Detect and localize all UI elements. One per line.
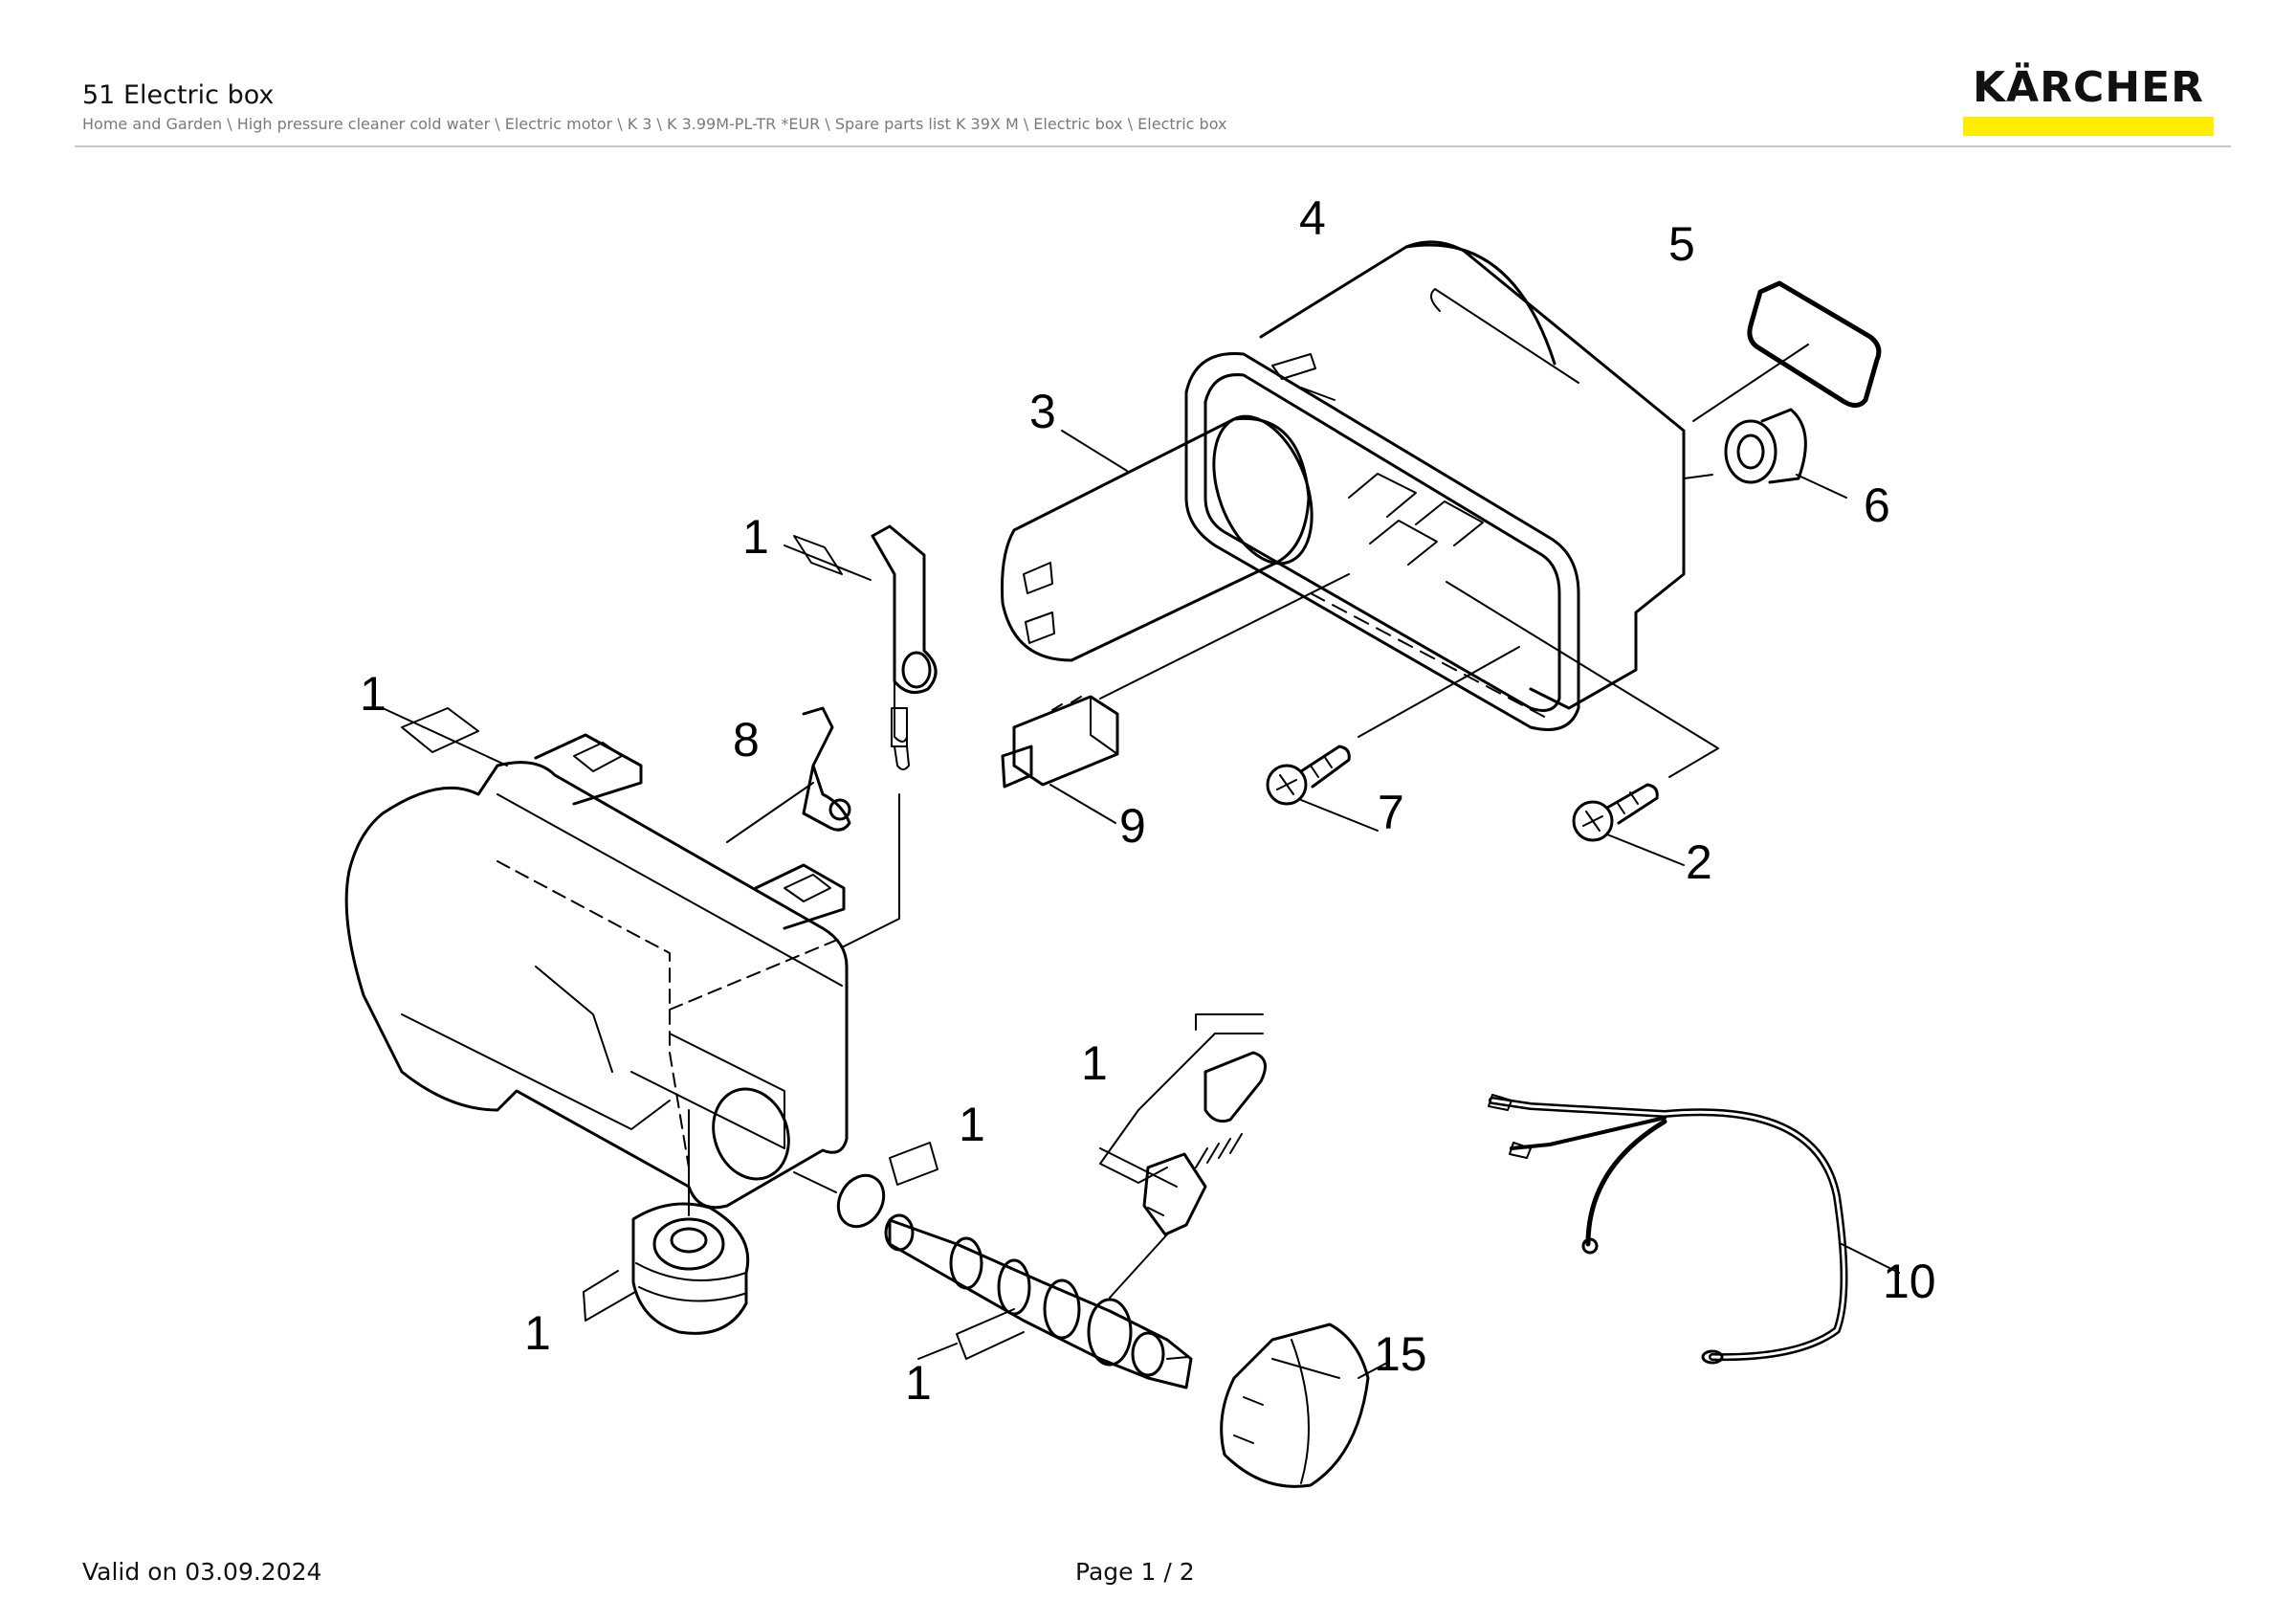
electric-box-cover <box>344 733 849 1210</box>
callout-label-2: 2 <box>1686 835 1712 889</box>
callout-label-1: 1 <box>959 1098 985 1151</box>
shaft-assembly <box>884 1213 1193 1390</box>
part-15-knob <box>1220 1323 1388 1488</box>
part-7-screw <box>1266 646 1520 832</box>
callout-label-9: 9 <box>1119 799 1146 853</box>
callout-label-8: 8 <box>733 713 760 767</box>
karcher-logo: KÄRCHER <box>1963 63 2214 136</box>
part-10-cable <box>1488 1094 1900 1365</box>
part-1-lever <box>784 524 938 948</box>
callout-label-7: 7 <box>1378 786 1404 839</box>
o-ring <box>793 1142 938 1229</box>
part-6-grommet <box>1683 408 1847 499</box>
callout-label-1: 1 <box>742 510 769 564</box>
callout-label-6: 6 <box>1864 478 1890 532</box>
part-3-capacitor <box>1001 414 1314 662</box>
callout-label-1: 1 <box>1081 1036 1108 1090</box>
callout-label-3: 3 <box>1029 385 1056 438</box>
header-divider <box>75 145 2231 147</box>
part-4-housing <box>1184 240 1686 731</box>
brush-spring-set <box>1099 1013 1267 1236</box>
part-8-small-lever <box>726 706 851 843</box>
callout-labels: 4 5 3 6 1 1 8 9 7 2 1 1 10 1 15 1 <box>360 191 1936 1410</box>
page-number: Page 1 / 2 <box>1075 1558 1195 1586</box>
valid-date: Valid on 03.09.2024 <box>82 1558 322 1586</box>
callout-label-5: 5 <box>1668 217 1695 271</box>
callout-label-1: 1 <box>524 1306 551 1360</box>
callout-label-15: 15 <box>1374 1327 1427 1381</box>
callout-label-4: 4 <box>1299 191 1326 245</box>
page-title: 51 Electric box <box>82 80 275 110</box>
callout-label-1: 1 <box>905 1356 932 1410</box>
logo-yellow-bar <box>1963 117 2214 136</box>
part-5-gasket <box>1692 280 1882 422</box>
part-1-bottom-grommet <box>583 1109 750 1335</box>
callout-label-10: 10 <box>1883 1255 1936 1308</box>
leader-left-1 <box>401 707 479 753</box>
breadcrumb: Home and Garden \ High pressure cleaner … <box>82 115 1227 133</box>
callout-label-1: 1 <box>360 667 386 721</box>
part-2-screw <box>1446 581 1719 866</box>
logo-wordmark: KÄRCHER <box>1972 63 2205 112</box>
leader-left-1-line <box>382 707 508 767</box>
part-9-switch <box>1001 573 1350 824</box>
